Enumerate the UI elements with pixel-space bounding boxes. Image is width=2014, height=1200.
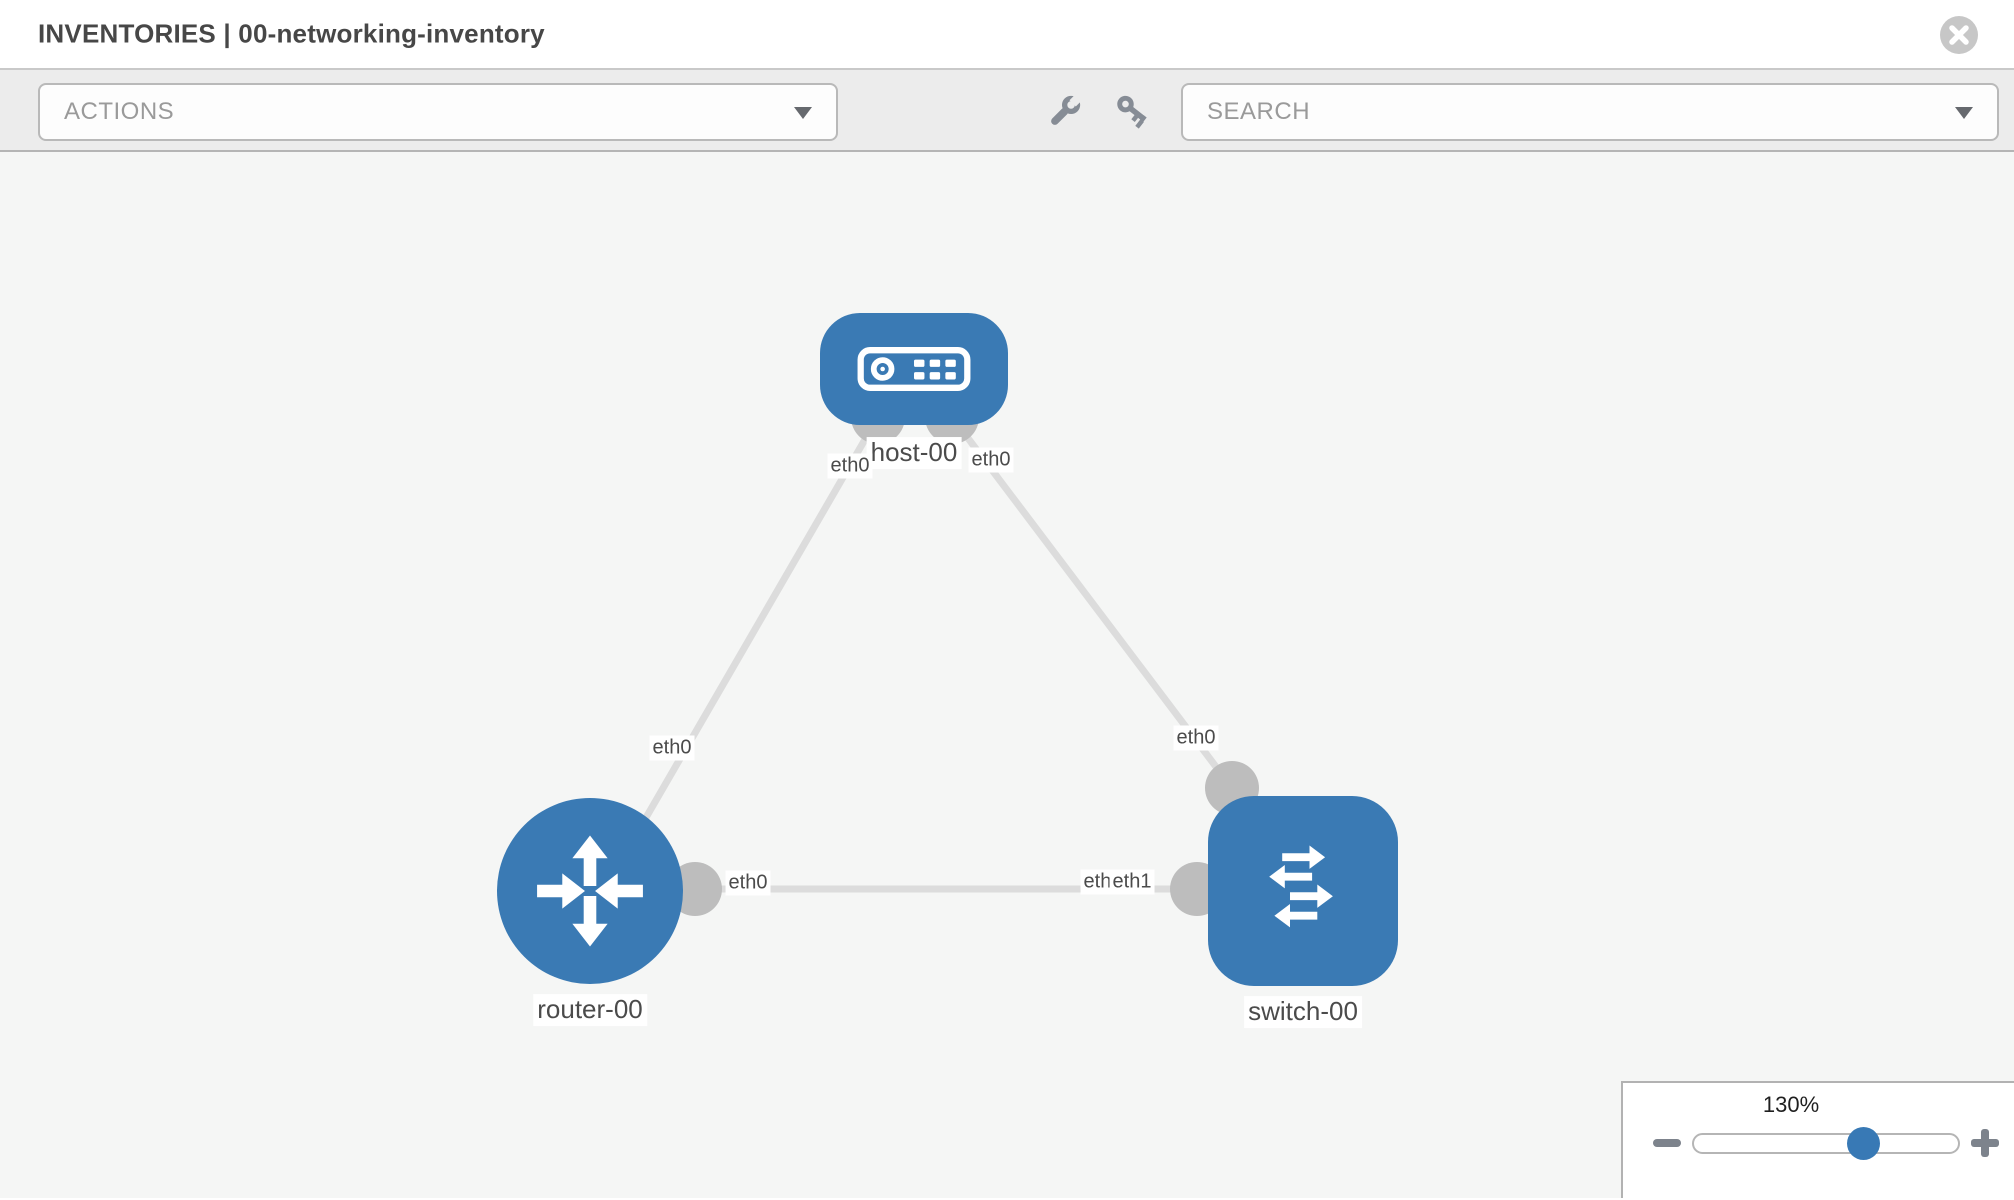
interface-label-mid-right-over: eth1 <box>1109 869 1155 895</box>
router-arrows-icon <box>537 835 643 947</box>
page-title: INVENTORIES | 00-networking-inventory <box>38 18 545 49</box>
zoom-in-button[interactable] <box>1971 1129 1999 1157</box>
actions-dropdown-label: ACTIONS <box>64 98 175 125</box>
close-icon[interactable] <box>1940 16 1978 54</box>
chevron-down-icon <box>1955 107 1973 119</box>
interface-label-host-right: eth0 <box>968 447 1014 473</box>
chevron-down-icon <box>794 107 812 119</box>
zoom-slider-track[interactable] <box>1692 1133 1960 1154</box>
wrench-icon[interactable] <box>1044 92 1084 132</box>
zoom-slider-thumb[interactable] <box>1847 1127 1880 1160</box>
node-label-router-00: router-00 <box>533 994 647 1026</box>
plus-icon <box>1981 1129 1989 1157</box>
node-label-switch-00: switch-00 <box>1244 996 1362 1028</box>
modal-header: INVENTORIES | 00-networking-inventory <box>0 0 2014 70</box>
node-host-00[interactable] <box>820 313 1008 425</box>
node-label-host-00: host-00 <box>866 437 962 469</box>
actions-dropdown[interactable]: ACTIONS <box>38 83 838 141</box>
node-router-00[interactable] <box>497 798 683 984</box>
toolbar: ACTIONS SEARCH <box>0 70 2014 152</box>
search-dropdown[interactable]: SEARCH <box>1181 83 1999 141</box>
zoom-control-panel: 130% <box>1621 1081 2014 1198</box>
interface-label-switch-top: eth0 <box>1173 725 1219 751</box>
x-glyph <box>1949 25 1969 45</box>
node-switch-00[interactable] <box>1208 796 1398 986</box>
zoom-out-button[interactable] <box>1653 1139 1681 1147</box>
switch-arrows-icon <box>1269 845 1333 928</box>
server-icon <box>857 347 971 391</box>
interface-label-mid-left: eth0 <box>725 870 771 896</box>
interface-label-host-left: eth0 <box>827 453 873 479</box>
zoom-percent-value: 130% <box>1762 1092 1820 1117</box>
topology-canvas[interactable]: host-00 router-00 switch-00 eth0 eth0 et… <box>0 152 2014 1198</box>
topology-graph <box>596 390 1259 916</box>
key-icon[interactable] <box>1112 92 1152 132</box>
interface-label-router-top: eth0 <box>649 735 695 761</box>
search-dropdown-label: SEARCH <box>1207 98 1311 125</box>
